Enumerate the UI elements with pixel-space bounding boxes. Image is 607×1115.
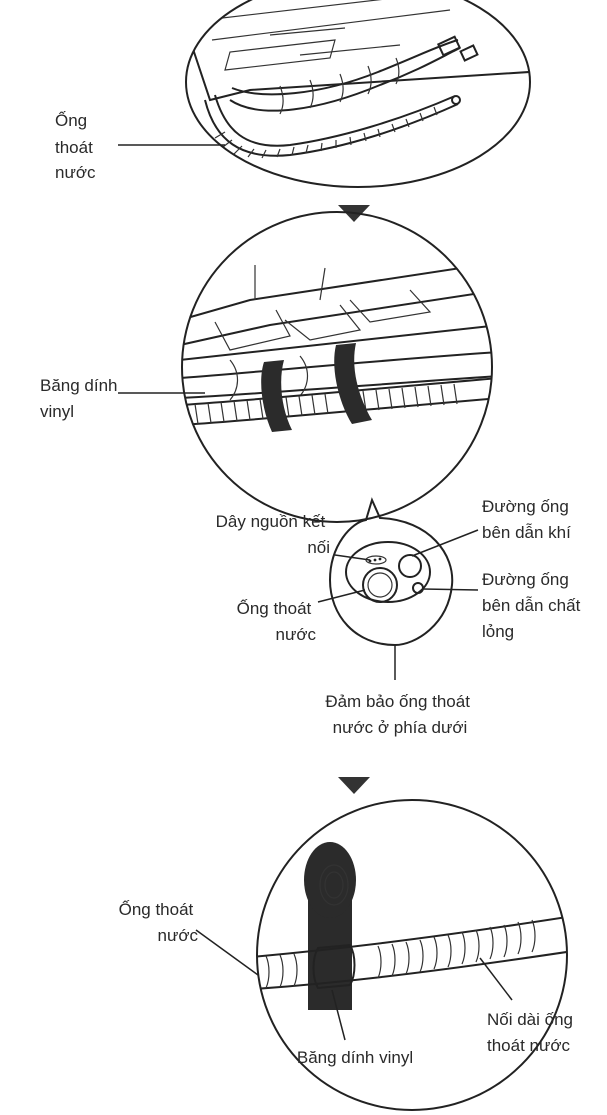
liquid-leader-line bbox=[422, 588, 479, 591]
panel-3-magnifier-outline bbox=[256, 799, 568, 1111]
panel-2-illustration bbox=[182, 261, 492, 432]
panel-1-drain-hose-view: Ống thoát nước bbox=[55, 0, 531, 188]
drain-hose-label-3: Ống thoát nước bbox=[119, 899, 199, 945]
gas-leader-line bbox=[411, 529, 479, 557]
panel-1-magnifier-outline bbox=[185, 0, 531, 188]
panel-1-drain-label: Ống thoát nước bbox=[55, 110, 98, 182]
extension-hose-label: Nối dài ống thoát nước bbox=[487, 1010, 578, 1055]
drain-hose-leader-line bbox=[195, 929, 259, 976]
tape-roll bbox=[304, 842, 356, 918]
pipe-bundle-section bbox=[345, 541, 431, 603]
liquid-pipe-section bbox=[412, 582, 424, 594]
drain-pipe-section bbox=[362, 567, 398, 603]
panel-3-illustration bbox=[257, 842, 567, 1010]
tape-band-right bbox=[334, 343, 372, 424]
tape-band-left bbox=[261, 360, 292, 432]
cross-section-callout: Dây nguồn kết nối Đường ống bên dẫn khí … bbox=[216, 497, 585, 737]
drain-bottom-note: Đảm bảo ống thoát nước ở phía dưới bbox=[325, 692, 474, 737]
liquid-pipe-label: Đường ống bên dẫn chất lỏng bbox=[482, 570, 585, 641]
tape-leader-line-3 bbox=[331, 989, 346, 1041]
panel-2-tape-view: Băng dính vinyl bbox=[40, 211, 493, 523]
panel-2-magnifier-outline bbox=[181, 211, 493, 523]
panel-1-illustration bbox=[186, 0, 530, 159]
drain-leader-line bbox=[317, 589, 366, 603]
panel-3-extension-view: Ống thoát nước Băng dính vinyl Nối dài ố… bbox=[119, 799, 578, 1111]
power-leader-line bbox=[334, 554, 371, 561]
gas-pipe-section bbox=[398, 554, 422, 578]
drain-pipe-label: Ống thoát nước bbox=[237, 598, 317, 644]
vinyl-tape-label: Băng dính vinyl bbox=[40, 376, 122, 421]
vinyl-tape-label-3: Băng dính vinyl bbox=[297, 1048, 413, 1067]
extension-leader-line bbox=[479, 957, 513, 1001]
down-arrow-icon bbox=[338, 777, 370, 794]
gas-pipe-label: Đường ống bên dẫn khí bbox=[482, 497, 574, 542]
power-cable-label: Dây nguồn kết nối bbox=[216, 512, 330, 557]
